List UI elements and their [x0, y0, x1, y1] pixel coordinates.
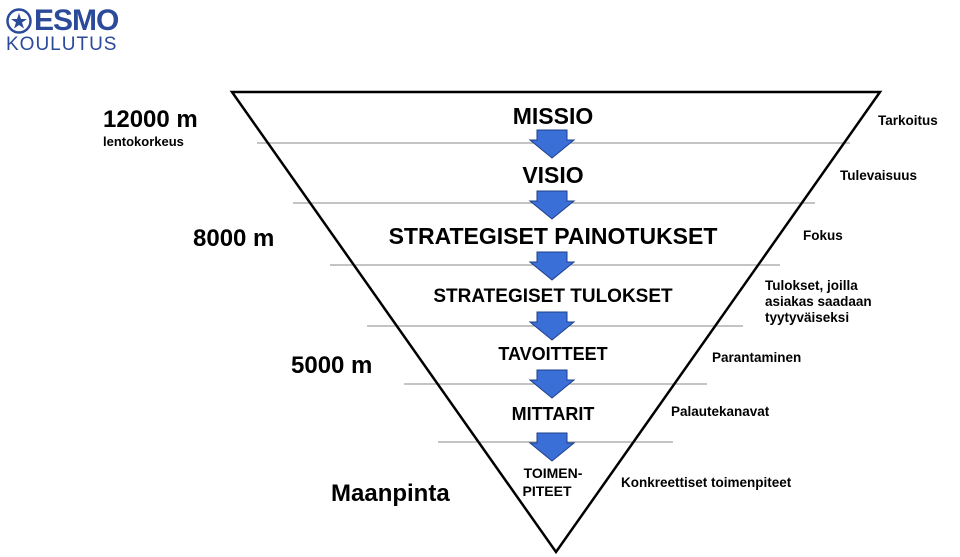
down-arrow-icon: [528, 432, 576, 462]
note-tulokset-line1: Tulokset, joilla: [765, 278, 858, 293]
band-title-toimenpiteet-line2: PITEET: [522, 483, 571, 499]
note-palautekanavat: Palautekanavat: [671, 404, 770, 419]
band-title-mittarit: MITTARIT: [512, 404, 595, 424]
note-tulevaisuus: Tulevaisuus: [840, 168, 917, 183]
band-title-visio: VISIO: [522, 162, 583, 188]
band-title-tavoitteet: TAVOITTEET: [498, 344, 607, 364]
note-tulokset-line3: tyytyväiseksi: [765, 310, 849, 325]
logo-brand: ESMO: [34, 4, 119, 37]
logo-subtitle: KOULUTUS: [6, 34, 118, 55]
note-tulokset-line2: asiakas saadaan: [765, 294, 872, 309]
band-title-strategiset-tulokset: STRATEGISET TULOKSET: [433, 286, 673, 307]
altitude-5000: 5000 m: [291, 352, 372, 379]
band-title-toimenpiteet-line1: TOIMEN-: [524, 465, 583, 481]
down-arrow-icon: [528, 190, 576, 220]
note-parantaminen: Parantaminen: [712, 350, 801, 365]
down-arrow-icon: [528, 251, 576, 281]
down-arrow-icon: [528, 311, 576, 341]
star-circle-icon: [6, 8, 32, 34]
note-fokus: Fokus: [803, 228, 843, 243]
altitude-8000: 8000 m: [193, 225, 274, 252]
note-konkreettiset-toimenpiteet: Konkreettiset toimenpiteet: [621, 475, 792, 490]
band-title-strategiset-painotukset: STRATEGISET PAINOTUKSET: [389, 223, 718, 249]
down-arrow-icon: [528, 129, 576, 159]
altitude-maanpinta: Maanpinta: [331, 480, 450, 507]
esmo-logo: ESMO KOULUTUS: [4, 4, 164, 56]
band-title-missio: MISSIO: [513, 103, 594, 129]
altitude-12000-sub: lentokorkeus: [103, 134, 184, 149]
down-arrow-icon: [528, 369, 576, 399]
funnel-triangle: [229, 90, 883, 555]
note-tarkoitus: Tarkoitus: [878, 113, 938, 128]
altitude-12000: 12000 m: [103, 106, 198, 133]
